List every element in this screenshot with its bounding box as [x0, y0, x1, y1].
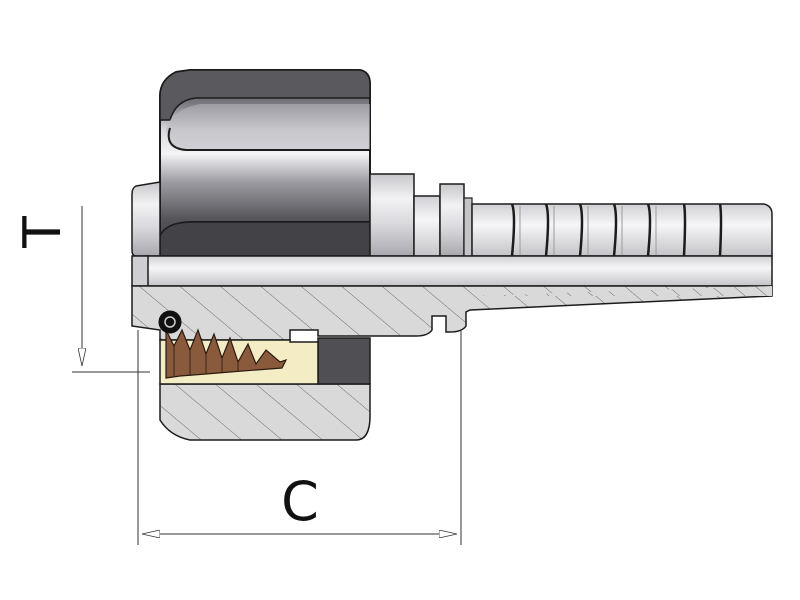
hex-nut [131, 69, 371, 257]
bore [131, 255, 773, 287]
dimension-c: C [137, 330, 462, 545]
dimension-t: T [13, 206, 150, 373]
o-ring [158, 310, 182, 334]
cross-section [131, 285, 773, 441]
fitting-body [369, 173, 773, 257]
dimension-t-label: T [13, 216, 73, 249]
dimension-c-label: C [281, 470, 319, 533]
